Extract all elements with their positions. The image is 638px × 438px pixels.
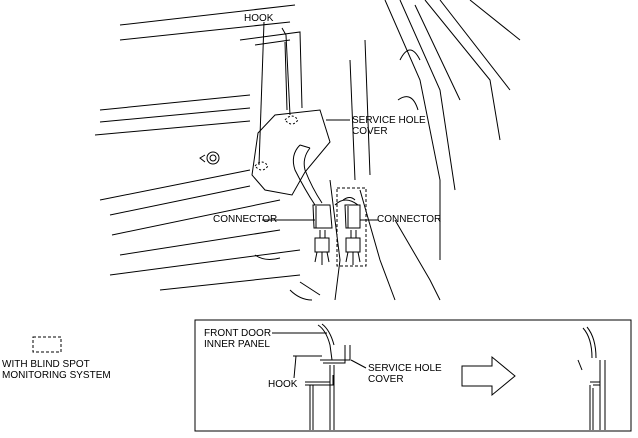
detail-service-hole-cover-line1: SERVICE HOLE [368,363,442,374]
detail-frame [194,319,632,432]
connector-left [312,204,333,265]
connector-right-label: CONNECTOR [377,214,442,225]
hook-marks [254,115,299,171]
legend-box-icon [32,336,62,353]
clip [199,151,220,165]
leader-lines [258,21,378,221]
detail-hook-label: HOOK [268,379,298,390]
transition-arrow [461,355,516,397]
door-panel-outline [94,0,521,301]
legend-label-line1: WITH BLIND SPOT [2,359,90,370]
service-hole-cover-label-line1: SERVICE HOLE [352,115,426,126]
blind-spot-box [336,187,367,267]
detail-service-hole-cover-line2: COVER [368,374,404,385]
front-door-label-line2: INNER PANEL [204,339,270,350]
legend-label-line2: MONITORING SYSTEM [2,370,111,381]
front-door-label-line1: FRONT DOOR [204,328,272,339]
detail-after [577,326,606,430]
hook-label: HOOK [244,13,274,24]
service-hole-cover-label-line2: COVER [352,126,388,137]
connector-left-label: CONNECTOR [213,214,278,225]
service-hole-cover [251,109,331,196]
connector-right [344,204,361,265]
wiring-harness [292,144,359,206]
detail-before [305,323,351,430]
detail-leaders [272,332,367,379]
